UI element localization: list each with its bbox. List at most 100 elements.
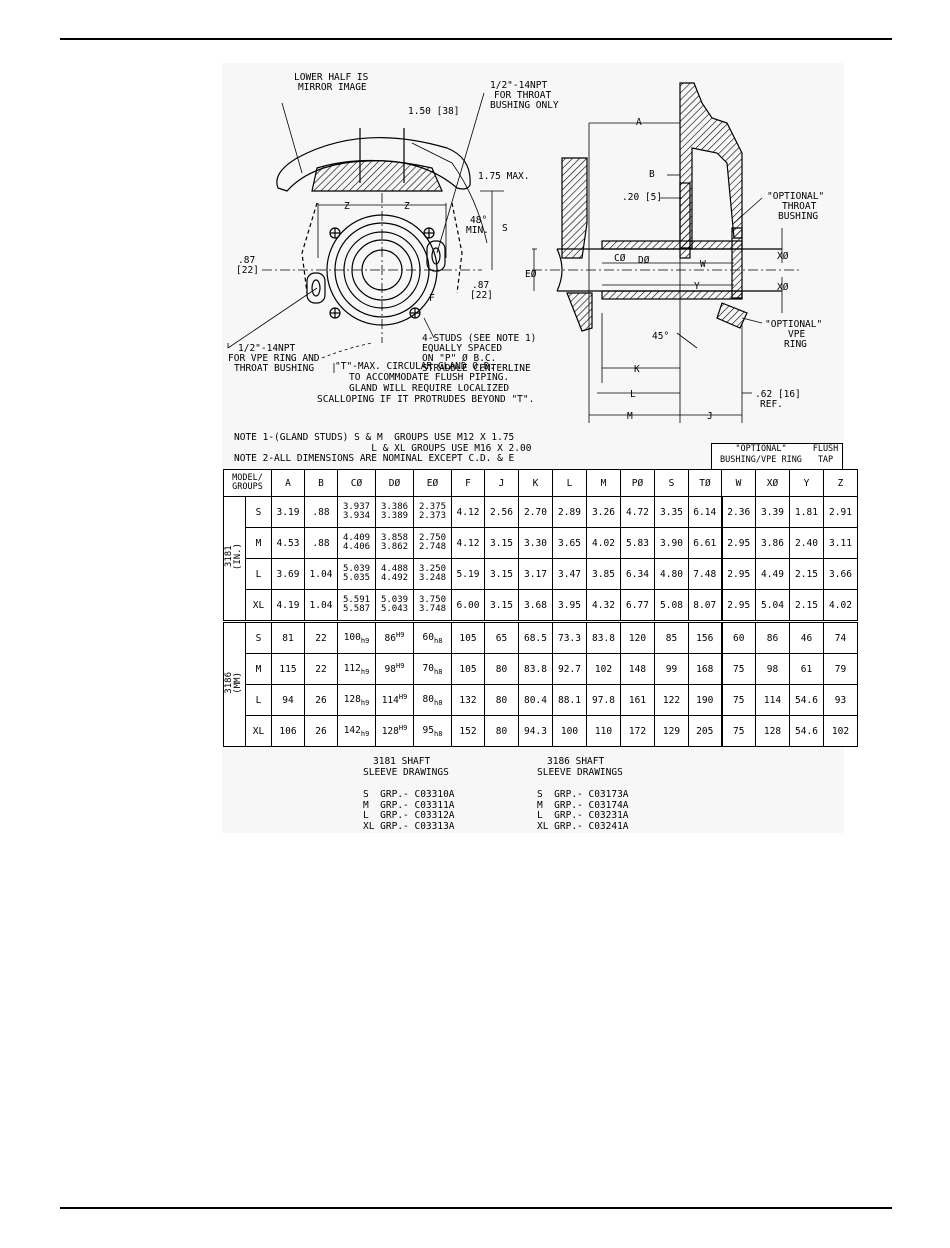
cell-t: 6.61: [688, 527, 722, 559]
optional-header-line1: "OPTIONAL": [735, 444, 787, 454]
cell-k: 3.17: [518, 558, 553, 590]
label-k: K: [634, 364, 640, 375]
cell-tolerance: h9: [360, 667, 370, 676]
cell-a: 81: [271, 620, 305, 654]
cell-z: 2.91: [823, 496, 858, 528]
sleeve-3181-row: L GRP.- C03312A: [363, 810, 455, 821]
cell-m: 97.8: [586, 684, 621, 716]
cell-t: 168: [688, 653, 722, 685]
sleeve-3186-row: S GRP.- C03173A: [537, 789, 629, 800]
angle-48-1: 48°: [470, 215, 487, 226]
cell-x: 86: [755, 620, 790, 654]
cell-tolerance: H9: [398, 724, 408, 733]
cell-p: 172: [620, 715, 655, 747]
cell-tolerance: h8: [434, 667, 443, 676]
dim-150: 1.50 [38]: [408, 106, 459, 117]
cell-tolerance: H9: [396, 662, 405, 671]
group-cell: L: [244, 558, 273, 590]
cell-c: 100h9: [337, 620, 376, 654]
cell-k: 3.30: [518, 527, 553, 559]
cell-tolerance: h9: [360, 636, 370, 645]
dim-87-left-1: .87: [238, 255, 255, 266]
label-c-dia: CØ: [614, 253, 626, 264]
cell-tolerance: h8: [434, 729, 443, 738]
sleeve-3186-row: M GRP.- C03174A: [537, 799, 629, 811]
callout-opt-throat-3: BUSHING: [778, 211, 818, 222]
cell-a: 106: [271, 715, 305, 747]
cell-j: 2.56: [484, 496, 519, 528]
sleeve-drawings-3186: 3186 SHAFT SLEEVE DRAWINGS S GRP.- C0317…: [537, 756, 629, 832]
cell-lower: 3.862: [380, 542, 409, 552]
label-w: W: [700, 259, 706, 270]
cell-x: 3.86: [755, 527, 790, 559]
cell-lower: 5.035: [342, 573, 371, 583]
cell-f: 152: [451, 715, 485, 747]
sleeve-3186-row: XL GRP.- C03241A: [537, 820, 629, 832]
label-angle-45: 45°: [652, 331, 669, 342]
cell-k: 80.4: [518, 684, 553, 716]
cell-y: 2.15: [789, 558, 824, 590]
column-header: A: [271, 469, 305, 497]
gland-front-view: [227, 92, 504, 373]
cell-e: 60h8: [413, 620, 452, 654]
cell-f: 4.12: [451, 496, 485, 528]
cell-p: 5.83: [620, 527, 655, 559]
cell-p: 4.72: [620, 496, 655, 528]
label-s: S: [502, 223, 508, 234]
column-header: XØ: [755, 469, 790, 497]
cell-t: 6.14: [688, 496, 722, 528]
callout-opt-throat-1: "OPTIONAL": [767, 191, 824, 202]
callout-opt-vpe-2: VPE: [788, 329, 805, 340]
column-header: CØ: [337, 469, 376, 497]
cell-z: 3.66: [823, 558, 858, 590]
cell-f: 5.19: [451, 558, 485, 590]
cell-x: 4.49: [755, 558, 790, 590]
callout-lower-half-2: MIRROR IMAGE: [298, 82, 367, 93]
cell-j: 80: [484, 684, 519, 716]
callout-studs-4: STRADDLE CENTERLINE: [422, 363, 531, 374]
cell-f: 4.12: [451, 527, 485, 559]
cell-l: 73.3: [552, 620, 587, 654]
dim-87-right-2: [22]: [470, 290, 493, 301]
cell-b: 26: [304, 715, 338, 747]
column-header: Y: [789, 469, 824, 497]
cell-lower: 3.389: [380, 511, 409, 521]
cell-x: 5.04: [755, 589, 790, 622]
cell-value: 114: [381, 695, 399, 707]
cell-lower: 5.043: [380, 604, 409, 614]
cell-w: 60: [720, 620, 756, 654]
cell-lower: 4.406: [342, 542, 371, 552]
cell-tolerance: h8: [434, 636, 443, 645]
cell-c: 142h9: [337, 715, 376, 747]
sleeve-3186-title-2: SLEEVE DRAWINGS: [537, 766, 623, 778]
group-cell: XL: [244, 589, 273, 622]
cell-lower: 2.748: [418, 542, 447, 552]
cell-upper: 4.409: [342, 533, 371, 543]
callout-studs-3: ON "P" Ø B.C.: [422, 353, 496, 364]
cell-j: 65: [484, 620, 519, 654]
note-1: NOTE 1-(GLAND STUDS) S & M GROUPS USE M1…: [234, 432, 515, 443]
cell-tolerance: h9: [360, 729, 370, 738]
label-e-dia: EØ: [525, 269, 537, 280]
cell-j: 3.15: [484, 589, 519, 622]
cell-y: 61: [789, 653, 824, 685]
column-header: S: [654, 469, 689, 497]
column-header: EØ: [413, 469, 452, 497]
cell-value: 60: [422, 631, 434, 643]
group-cell: M: [244, 653, 273, 685]
cell-t: 156: [688, 620, 722, 654]
callout-npt-vpe-1: 1/2"-14NPT: [238, 343, 295, 354]
column-header: TØ: [688, 469, 722, 497]
cell-upper: 3.386: [380, 502, 409, 512]
cell-f: 132: [451, 684, 485, 716]
cell-w: 75: [720, 653, 756, 685]
group-cell: M: [244, 527, 273, 559]
callout-gland-4: SCALLOPING IF IT PROTRUDES BEYOND "T".: [317, 394, 534, 405]
cell-y: 54.6: [789, 684, 824, 716]
